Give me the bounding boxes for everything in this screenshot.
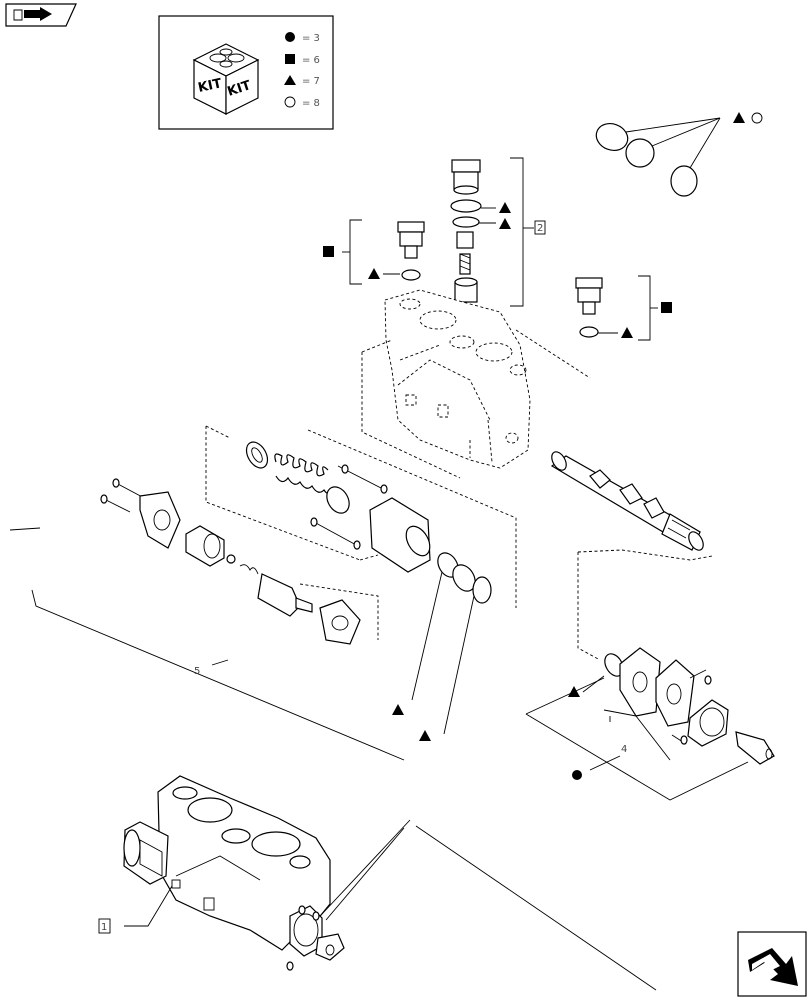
legend-circle-filled-icon [285,32,295,42]
triangle-icon [419,730,431,741]
square-icon [661,302,672,313]
triangle-icon [621,327,633,338]
callout-box-2 [534,220,546,235]
legend-item-8: = 8 [302,98,320,109]
legend-circle-outline-icon [284,96,296,108]
assembled-valve-section: 1 [98,775,657,991]
seal-callouts [392,571,475,741]
left-relief-plug [323,219,425,285]
phantom-outline-right [577,549,713,661]
legend-item-6: = 6 [302,55,320,66]
triangle-icon [392,704,404,715]
spring [274,453,333,495]
callout-box-1 [98,918,111,934]
circle-outline-icon [751,112,763,124]
valve-spool [550,451,704,551]
phantom-valve-body [361,289,591,479]
center-valve-stack: 2 [450,157,546,307]
callout-1: 1 [101,922,107,933]
callout-4: 4 [621,744,627,755]
book-arrow-icon[interactable] [5,3,77,27]
spring-seal-assembly [205,425,517,608]
triangle-icon [499,218,511,229]
kit-legend-box: KIT KIT = 3 = 6 = 7 = 8 [158,15,334,130]
oring-seal-group [595,112,763,197]
right-relief-plug [575,275,672,341]
legend-item-3: = 3 [302,33,320,44]
triangle-icon [499,202,511,213]
next-page-arrow-icon[interactable] [737,931,807,997]
callout-5: 5 [194,666,200,677]
right-flange-assembly: 4 [525,647,775,801]
callout-2: 2 [537,223,543,234]
legend-triangle-filled-icon [284,75,296,85]
kit-label-left: KIT [197,76,224,96]
circle-filled-icon [572,770,582,780]
legend-item-7: = 7 [302,76,320,87]
left-flange-parts [100,478,379,645]
kit-label-right: KIT [226,78,253,100]
square-icon [323,246,334,257]
callout-5-lines: 5 [9,527,405,761]
triangle-icon [368,268,380,279]
triangle-icon [568,686,580,697]
kit-box-icon: KIT KIT [192,43,260,115]
triangle-icon [733,112,745,123]
legend-square-filled-icon [285,54,295,64]
